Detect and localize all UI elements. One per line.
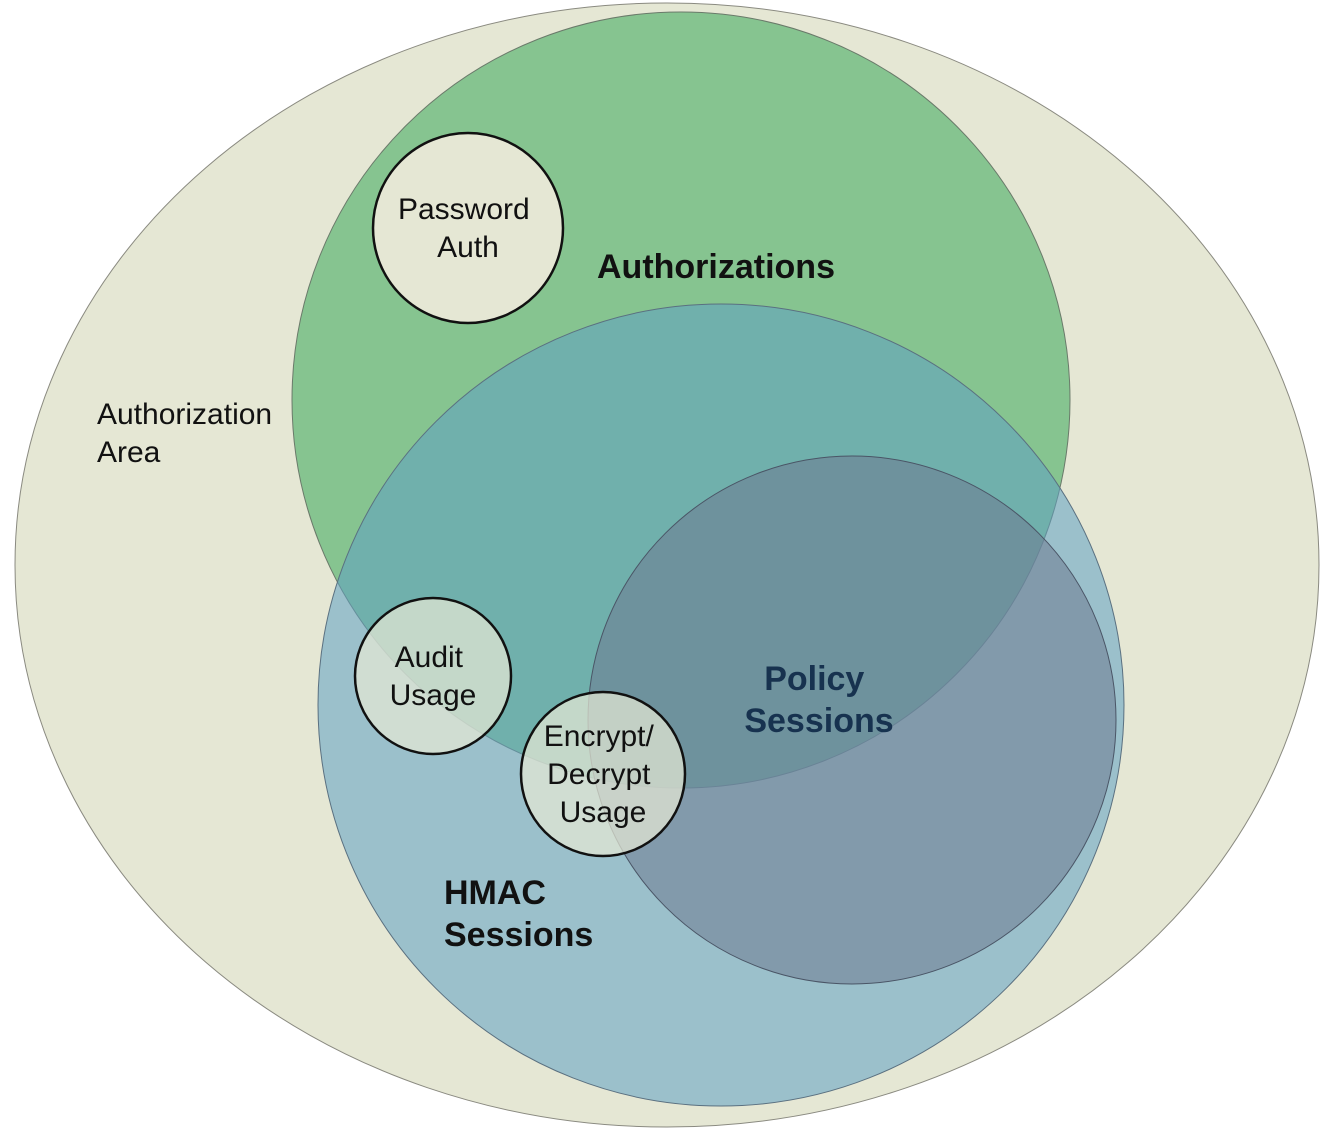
encrypt-decrypt-usage-label: Encrypt/ Decrypt Usage: [544, 720, 662, 829]
hmac-sessions-label: HMAC Sessions: [444, 874, 593, 954]
encrypt-decrypt-usage-circle: [519, 690, 687, 858]
password-auth-label: Password Auth: [398, 193, 538, 264]
password-auth-circle: [371, 131, 565, 325]
audit-usage-label: Audit Usage: [390, 641, 477, 712]
policy-sessions-label: Policy Sessions: [744, 660, 893, 740]
audit-usage-circle: [353, 596, 513, 756]
authorizations-label: Authorizations: [597, 248, 835, 286]
authorization-area-label: Authorization Area: [97, 398, 280, 469]
